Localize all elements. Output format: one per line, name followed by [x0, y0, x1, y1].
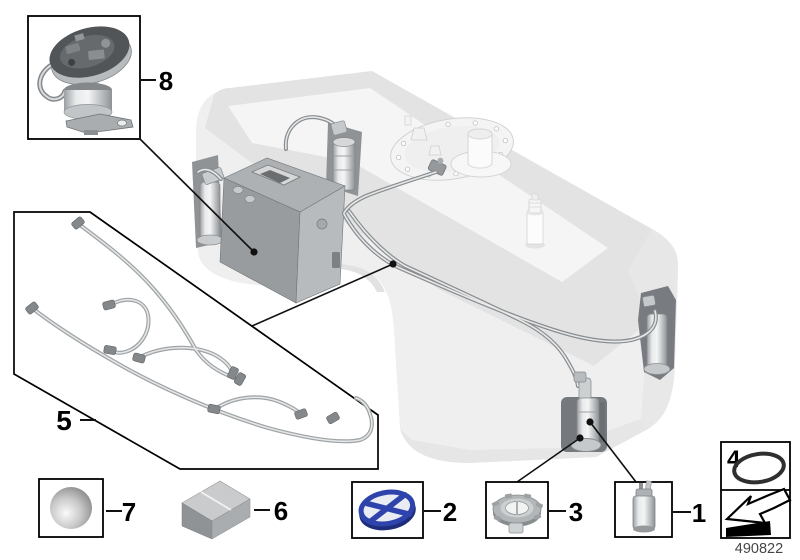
callout-1-dot	[586, 418, 594, 426]
fuel-tank-illustration	[192, 71, 679, 463]
locking-ring-thumbnail[interactable]	[491, 493, 544, 534]
hose-fittings	[25, 216, 340, 425]
callout-3-leader	[516, 437, 581, 483]
callout-3-dot	[576, 434, 584, 442]
pump-d	[570, 371, 605, 452]
callout-5-label[interactable]: 5	[56, 405, 72, 436]
callout-8-label[interactable]: 8	[159, 66, 173, 96]
callout-2: 2	[351, 481, 457, 539]
flange-cone-fitting	[410, 127, 428, 141]
callout-5-leader	[251, 263, 394, 327]
tank-saddle-shade	[306, 263, 385, 292]
ball-thumbnail[interactable]	[50, 487, 92, 529]
callout-8-leader	[138, 137, 255, 253]
callout-4: 4	[720, 441, 792, 539]
callout-7-label[interactable]: 7	[122, 497, 136, 527]
callout-3: 3	[485, 481, 583, 539]
fuel-hose-set-thumbnail[interactable]	[25, 216, 374, 444]
callout-5: 5	[13, 211, 397, 470]
pump-b-hose-elbow	[330, 120, 348, 136]
repair-kit-box-thumbnail[interactable]	[181, 480, 251, 540]
pump-module-box	[219, 157, 346, 304]
callout-2-label[interactable]: 2	[443, 497, 457, 527]
diagram-number: 490822	[735, 541, 783, 557]
callout-6-label[interactable]: 6	[274, 496, 288, 526]
callout-5-dot	[389, 260, 397, 268]
ring-tabs	[491, 493, 544, 521]
vent-valve	[525, 193, 545, 249]
flange-cone-fitting-small	[428, 145, 442, 156]
tank-top-highlight	[228, 88, 608, 282]
callout-3-label[interactable]: 3	[569, 497, 583, 527]
fuel-delivery-unit-thumbnail[interactable]	[37, 18, 138, 135]
callout-8-dot	[250, 248, 258, 256]
o-ring-thumbnail[interactable]	[732, 450, 786, 485]
callout-1-leader	[589, 421, 637, 483]
callout-1-label[interactable]: 1	[692, 498, 706, 528]
pump-b	[332, 137, 356, 191]
callout-7: 7	[38, 478, 136, 538]
callout-6: 6	[181, 480, 288, 540]
install-direction-arrow-icon	[724, 487, 792, 537]
tank-hoses	[196, 115, 658, 388]
blue-crossed-seal-thumbnail[interactable]	[358, 488, 416, 531]
flange-nipple	[404, 115, 412, 126]
callout-1: 1	[614, 480, 706, 538]
callout-8: 8	[27, 15, 258, 256]
filler-tube-opening	[467, 128, 493, 140]
fuel-pump-thumbnail[interactable]	[632, 480, 656, 533]
